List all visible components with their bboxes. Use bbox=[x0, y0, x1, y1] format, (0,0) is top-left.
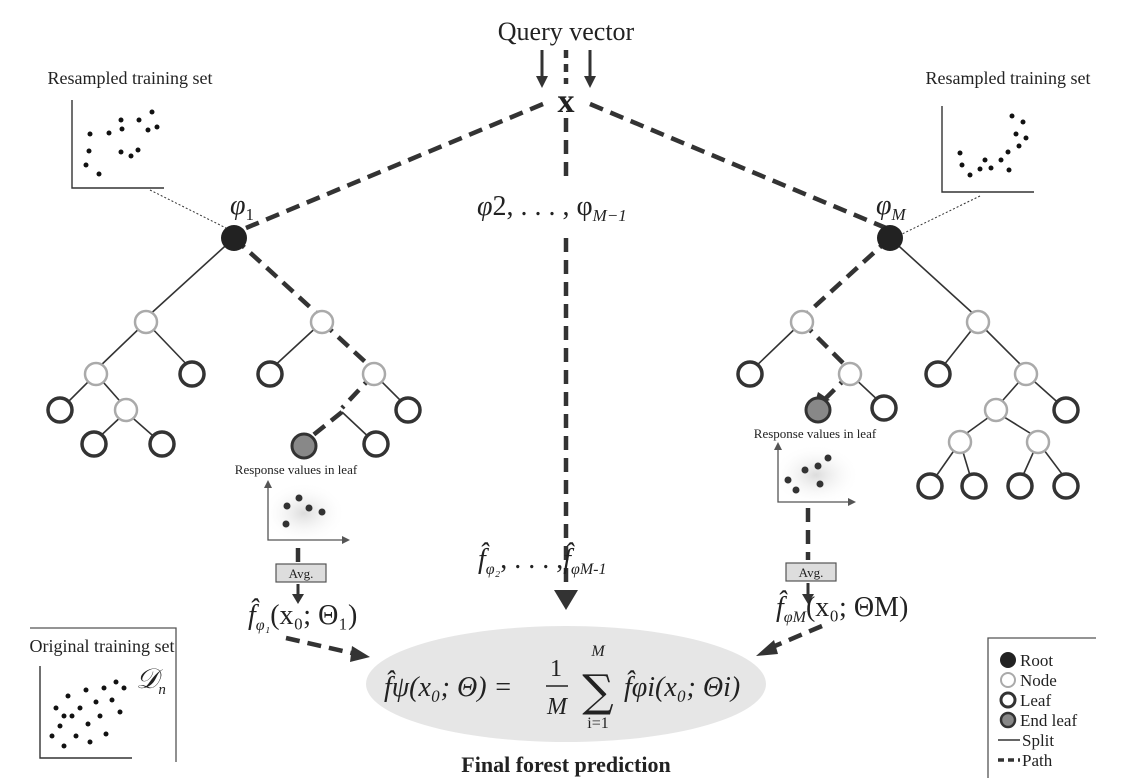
end-leaf-right bbox=[804, 396, 832, 424]
legend-endleaf-icon bbox=[999, 711, 1017, 729]
formula-frac-num: 1 bbox=[550, 656, 562, 682]
response-left-plot bbox=[262, 480, 350, 544]
root-node-right bbox=[877, 225, 903, 251]
legend: Root Node Leaf End leaf Split Path bbox=[987, 637, 1096, 778]
legend-leaf-label: Leaf bbox=[1020, 691, 1051, 710]
resampled-right-plot bbox=[901, 106, 1034, 235]
original-set-label: Original training set bbox=[30, 636, 175, 656]
avg-right-label: Avg. bbox=[799, 565, 824, 580]
f-right-arrow bbox=[769, 623, 823, 651]
resampled-right-label: Resampled training set bbox=[926, 68, 1091, 88]
response-left-label: Response values in leaf bbox=[235, 462, 358, 477]
legend-path-label: Path bbox=[1022, 751, 1053, 770]
f-right-label: f̂φM(x₀; ΘM) bbox=[776, 591, 908, 626]
legend-node-icon bbox=[1000, 672, 1016, 688]
phi-1-label: φ1 bbox=[230, 190, 254, 224]
query-vector-label: Query vector bbox=[498, 17, 635, 46]
formula-lhs: f̂ψ(x₀; Θ) = bbox=[384, 671, 512, 703]
main-paths bbox=[245, 101, 887, 610]
formula-sum-bottom: i=1 bbox=[587, 715, 608, 732]
avg-box-right bbox=[785, 562, 837, 582]
response-right-label: Response values in leaf bbox=[754, 426, 877, 441]
original-set-box: Original training set 𝒟n bbox=[30, 627, 177, 762]
right-avg-flow: Avg. bbox=[785, 508, 837, 604]
root-node-left bbox=[221, 225, 247, 251]
f-left-arrow bbox=[285, 635, 357, 657]
legend-endleaf-label: End leaf bbox=[1020, 711, 1077, 730]
phi-middle-label: φ12, . . . , φM−1 bbox=[477, 191, 627, 225]
right-tree bbox=[736, 225, 1080, 500]
phi-M-label: φM bbox=[876, 190, 907, 224]
dn-label: 𝒟n bbox=[136, 664, 166, 698]
f-left-label: f̂φ₁(x₀; Θ₁) bbox=[248, 599, 357, 634]
resampled-left-label: Resampled training set bbox=[48, 68, 213, 88]
x-query-symbol: x bbox=[558, 83, 575, 120]
formula-rhs: f̂φi(x₀; Θi) bbox=[624, 671, 740, 703]
formula-ellipse: f̂ψ(x₀; Θ) = 1 M M ∑ i=1 f̂φi(x₀; Θi) bbox=[366, 626, 766, 742]
legend-root-icon bbox=[1000, 652, 1016, 668]
avg-box-left bbox=[275, 563, 327, 583]
legend-root-label: Root bbox=[1020, 651, 1053, 670]
query-arrows bbox=[536, 50, 596, 88]
formula-frac-den: M bbox=[546, 694, 569, 720]
legend-leaf-icon bbox=[999, 691, 1017, 709]
legend-node-label: Node bbox=[1020, 671, 1057, 690]
formula-sum-top: M bbox=[590, 643, 606, 660]
left-avg-flow: Avg. bbox=[275, 548, 327, 604]
response-right-plot bbox=[772, 442, 860, 506]
avg-left-label: Avg. bbox=[289, 566, 314, 581]
legend-split-label: Split bbox=[1022, 731, 1054, 750]
formula-sigma: ∑ bbox=[582, 666, 613, 717]
left-tree bbox=[46, 225, 422, 460]
resampled-left-plot bbox=[71, 100, 231, 231]
end-leaf-left bbox=[290, 432, 318, 460]
final-prediction-label: Final forest prediction bbox=[461, 752, 670, 777]
f-middle-label: f̂φ₂, . . . ,f̂φM-1 bbox=[478, 543, 607, 578]
